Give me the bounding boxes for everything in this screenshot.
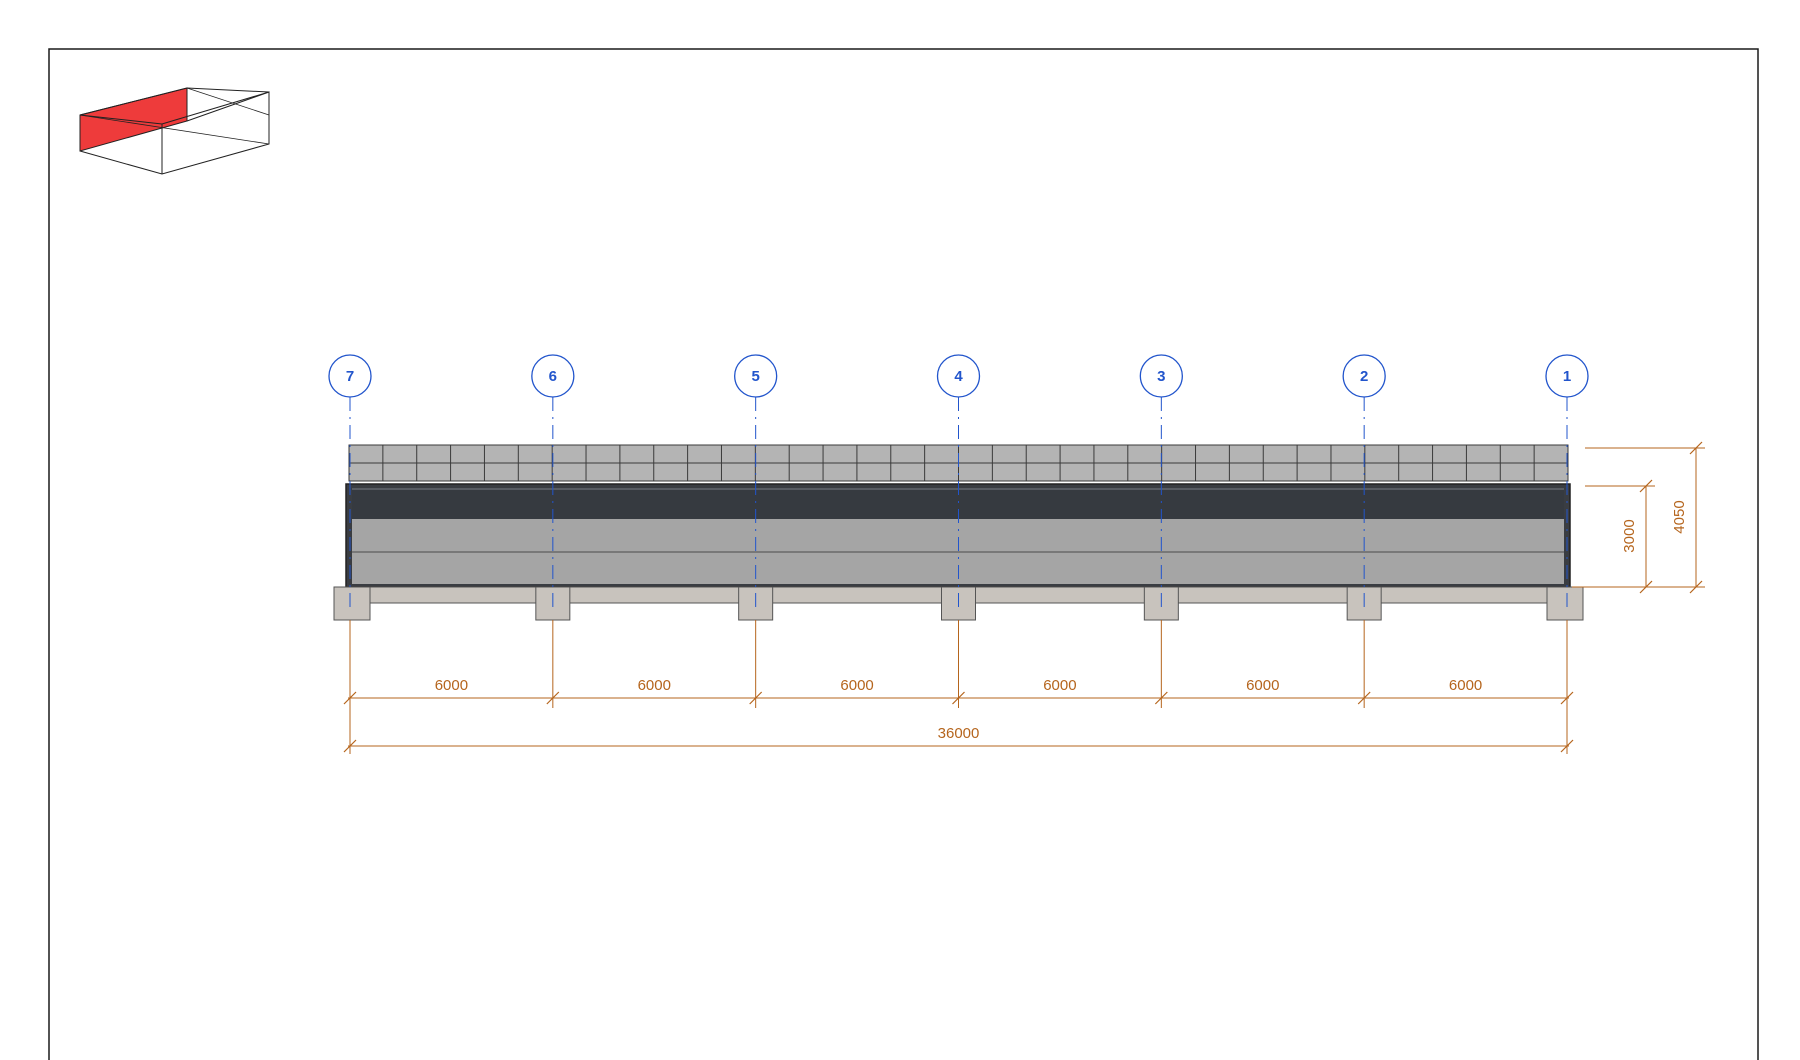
grid-bubble-label: 3 xyxy=(1157,368,1165,385)
dim-tick xyxy=(1154,691,1168,705)
overall-dimension-label: 36000 xyxy=(938,725,980,742)
roof-panel-seams xyxy=(382,445,1535,481)
dim-tick xyxy=(1560,739,1574,753)
dim-tick xyxy=(343,691,357,705)
grid-bubble-4[interactable]: 4 xyxy=(936,354,981,398)
horizontal-dimensions: 6000 6000 6000 6000 6000 6000 36000 xyxy=(343,620,1574,754)
dim-tick xyxy=(952,691,965,705)
view-cube-diagonal xyxy=(79,114,270,145)
dim-tick xyxy=(546,691,560,705)
sheet-border xyxy=(48,48,1759,1060)
dim-label-total-height: 4050 xyxy=(1671,500,1688,533)
dim-tick xyxy=(1560,691,1574,705)
tick-total-top xyxy=(1689,441,1703,455)
view-cube-highlight-face xyxy=(79,87,188,152)
dim-label-wall-height: 3000 xyxy=(1621,519,1638,552)
grid-bubble-1[interactable]: 1 xyxy=(1545,354,1589,398)
footing xyxy=(333,586,371,621)
tick-total-base xyxy=(1689,580,1703,594)
grid-bubble-2[interactable]: 2 xyxy=(1342,354,1386,398)
grid-bubble-circle xyxy=(531,354,575,398)
dim-tick xyxy=(749,691,763,705)
view-cube-diagonal-2 xyxy=(186,87,270,116)
bay-dimension-label: 6000 xyxy=(435,677,468,694)
bay-dimension-label: 6000 xyxy=(1043,677,1076,694)
tick-wall-top xyxy=(1639,479,1653,493)
vertical-dimensions: 3000 4050 xyxy=(1572,441,1705,594)
dim-tick xyxy=(1357,691,1371,705)
grid-bubble-5[interactable]: 5 xyxy=(734,354,778,398)
grid-bubble-circle xyxy=(734,354,778,398)
grid-bubble-circle xyxy=(328,354,372,398)
dim-tick xyxy=(343,739,357,753)
grid-bubble-7[interactable]: 7 xyxy=(328,354,372,398)
grid-bubble-circle xyxy=(1545,354,1589,398)
grid-bubbles: 7 6 5 4 3 2 1 xyxy=(328,354,1589,398)
elevation-view-cube-icon[interactable] xyxy=(79,87,270,175)
grid-bubble-label: 7 xyxy=(346,368,354,385)
grid-lines xyxy=(349,397,1568,612)
footing xyxy=(1546,586,1584,621)
grid-bubble-circle xyxy=(1342,354,1386,398)
grid-bubble-label: 5 xyxy=(751,368,759,385)
bay-dimension-label: 6000 xyxy=(638,677,671,694)
grid-bubble-circle xyxy=(936,354,981,398)
bay-dimension-label: 6000 xyxy=(1449,677,1482,694)
grid-bubble-6[interactable]: 6 xyxy=(531,354,575,398)
grid-bubble-label: 1 xyxy=(1563,368,1571,385)
grid-bubble-circle xyxy=(1139,354,1183,398)
grid-bubble-3[interactable]: 3 xyxy=(1139,354,1183,398)
grid-bubble-label: 4 xyxy=(954,368,963,385)
bay-dimension-label: 6000 xyxy=(840,677,873,694)
tick-wall-base xyxy=(1639,580,1653,594)
bay-dimension-label: 6000 xyxy=(1246,677,1279,694)
grid-bubble-label: 2 xyxy=(1360,368,1368,385)
grid-bubble-label: 6 xyxy=(549,368,557,385)
